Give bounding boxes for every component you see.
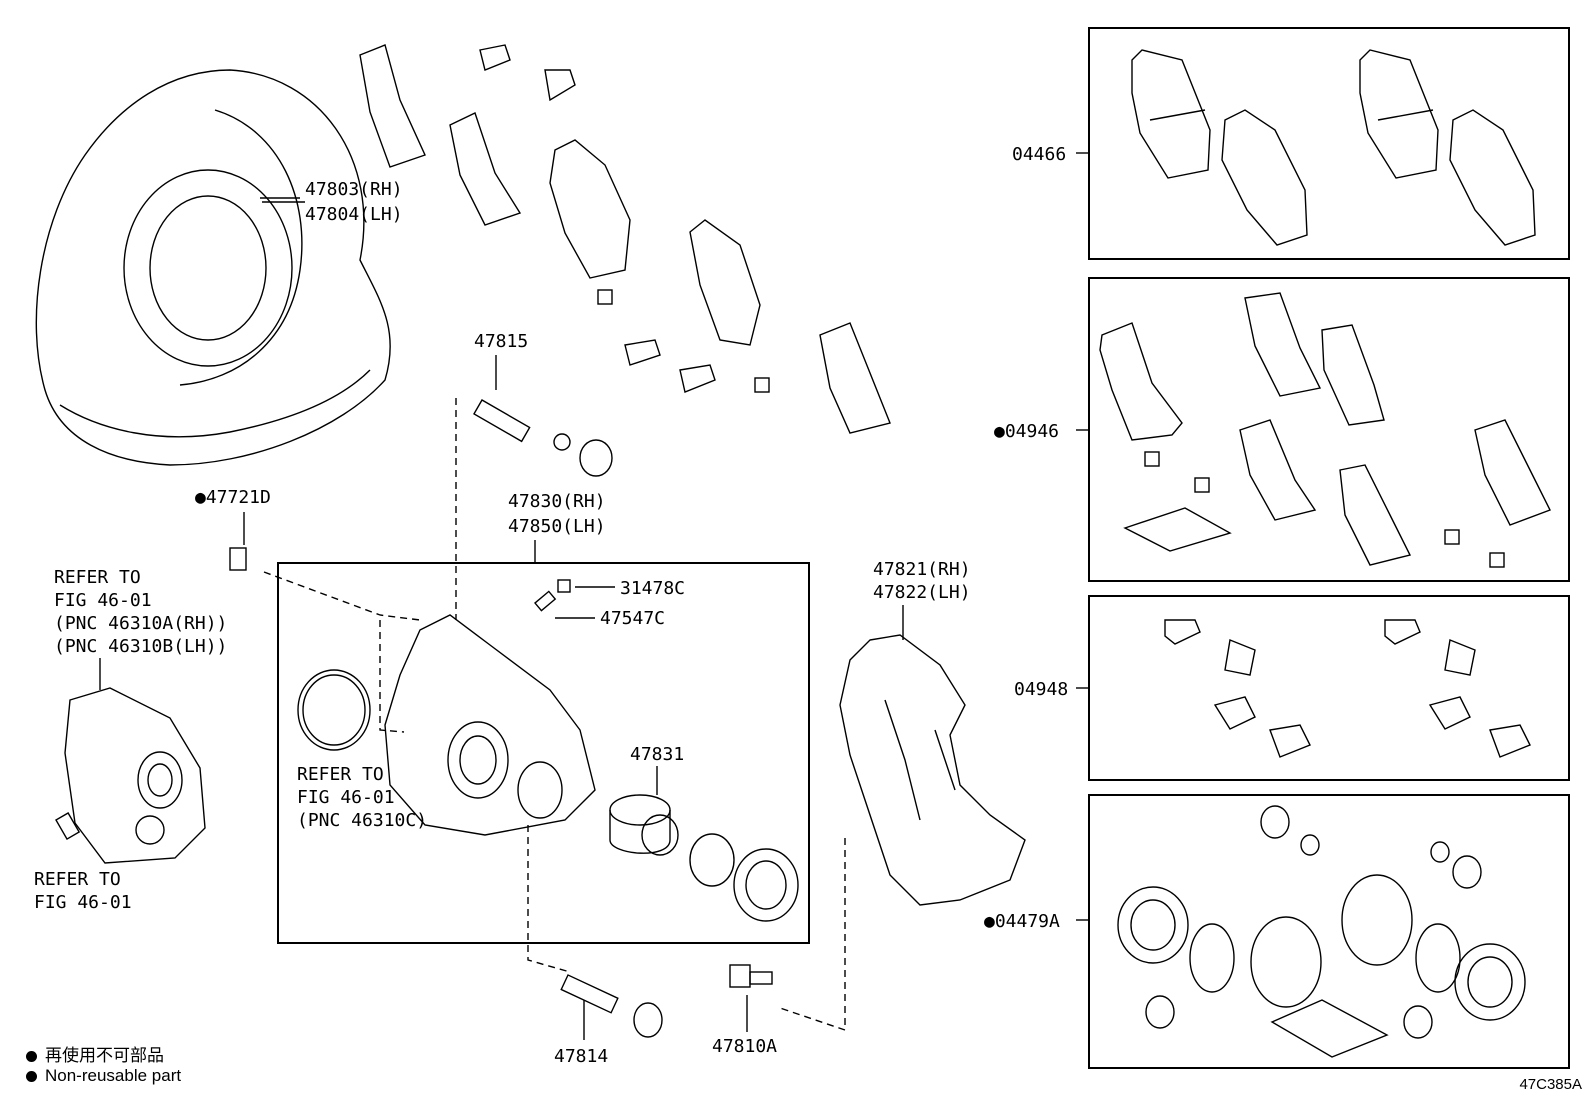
kit-pads (1131, 49, 1536, 246)
legend-jp: 再使用不可部品 (26, 1041, 164, 1066)
caliper-box (277, 562, 810, 944)
drawing-code: 47C385A (1519, 1076, 1582, 1093)
kit-box-fittings (1088, 595, 1570, 781)
label-piston: 47831 (630, 744, 684, 765)
bleeder-cap (534, 579, 571, 612)
caliper-mounting (839, 634, 1026, 906)
label-refer-bottom-1: FIG 46-01 (34, 892, 132, 913)
kit-box-cylinder (1088, 794, 1570, 1069)
piston-seal-icon (689, 833, 735, 887)
kit-seals (1117, 805, 1526, 1058)
seal-ring-icon (297, 669, 371, 751)
guide-pin-upper (473, 399, 613, 477)
label-refer-left-2: (PNC 46310A(RH)) (54, 613, 227, 634)
label-fitting-kit: 04948 (1014, 679, 1068, 700)
bolt-lower (729, 964, 773, 988)
bolt-icon (229, 547, 247, 571)
kit-box-pads (1088, 27, 1570, 260)
legend-en: Non-reusable part (26, 1066, 181, 1086)
kit-box-shims (1088, 277, 1570, 582)
dot-icon (26, 1071, 37, 1083)
label-mounting-lh: 47822(LH) (873, 582, 971, 603)
kit-shims (1099, 292, 1551, 568)
label-pad-kit: 04466 (1012, 144, 1066, 165)
label-cylinder-kit: ●04479A (984, 911, 1060, 932)
dust-shield (35, 69, 391, 466)
cylinder-body (384, 614, 596, 836)
label-shim-kit: ●04946 (994, 421, 1059, 442)
guide-pin-lower (560, 974, 663, 1038)
label-shield-lh: 47804(LH) (305, 204, 403, 225)
label-caliper-rh: 47830(RH) (508, 491, 606, 512)
label-caliper-lh: 47850(LH) (508, 516, 606, 537)
label-refer-center-1: FIG 46-01 (297, 787, 395, 808)
label-refer-center-2: (PNC 46310C) (297, 810, 427, 831)
piston (609, 794, 679, 856)
kit-fittings (1164, 619, 1531, 758)
dust-boot (733, 848, 799, 922)
caliper-assembly-left (64, 687, 206, 864)
legend-jp-text: 再使用不可部品 (45, 1046, 164, 1065)
label-refer-bottom-0: REFER TO (34, 869, 121, 890)
label-refer-center-0: REFER TO (297, 764, 384, 785)
label-bleeder: 47547C (600, 608, 665, 629)
label-pin-lower: 47814 (554, 1046, 608, 1067)
label-refer-left-3: (PNC 46310B(LH)) (54, 636, 227, 657)
label-shield-rh: 47803(RH) (305, 179, 403, 200)
label-pin-upper: 47815 (474, 331, 528, 352)
bleeder-left-icon (55, 812, 81, 841)
label-refer-left-0: REFER TO (54, 567, 141, 588)
label-mounting-rh: 47821(RH) (873, 559, 971, 580)
legend-en-text: Non-reusable part (45, 1066, 182, 1085)
label-bolt: ●47721D (195, 487, 271, 508)
pad-shims-top (359, 44, 891, 434)
label-cap: 31478C (620, 578, 685, 599)
label-bolt-lower: 47810A (712, 1036, 777, 1057)
label-refer-left-1: FIG 46-01 (54, 590, 152, 611)
dot-icon (26, 1051, 37, 1063)
